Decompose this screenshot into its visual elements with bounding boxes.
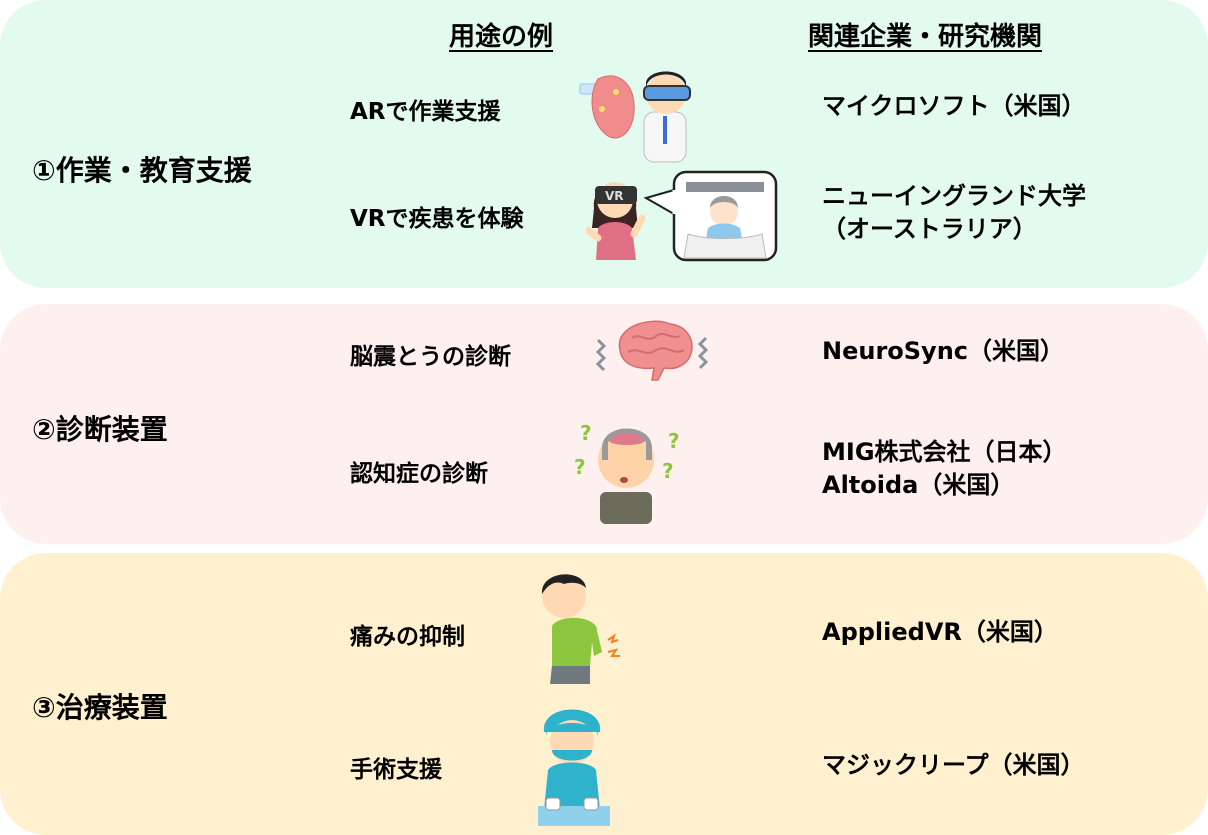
org-name: AppliedVR（米国） xyxy=(822,618,1058,646)
man-back-pain-icon xyxy=(541,574,620,684)
header-related-orgs: 関連企業・研究機関 xyxy=(808,22,1043,52)
doctor-ar-goggles-heart-icon xyxy=(579,71,691,163)
confused-elderly-man-icon: ? ? ? ? xyxy=(574,421,680,524)
surgeon-icon xyxy=(538,709,610,826)
use-example: ARで作業支援 xyxy=(350,99,501,125)
svg-text:?: ? xyxy=(668,429,680,453)
header-use-examples: 用途の例 xyxy=(449,22,554,52)
category-panel-treatment xyxy=(0,553,1208,835)
woman-vr-headset-patient-bubble-icon: VR xyxy=(586,170,778,262)
use-example: 手術支援 xyxy=(350,757,442,783)
org-name: （オーストラリア） xyxy=(822,215,1037,243)
svg-text:?: ? xyxy=(662,459,674,483)
svg-text:VR: VR xyxy=(605,189,624,203)
org-name: マジックリープ（米国） xyxy=(822,751,1085,779)
org-name: NeuroSync（米国） xyxy=(822,337,1065,365)
org-name: マイクロソフト（米国） xyxy=(822,92,1086,120)
category-label: ①作業・教育支援 xyxy=(32,154,252,187)
org-name: MIG株式会社（日本） xyxy=(822,438,1067,466)
use-example: 痛みの抑制 xyxy=(350,624,465,650)
category-label: ②診断装置 xyxy=(32,413,168,446)
org-name: ニューイングランド大学 xyxy=(822,182,1086,210)
org-name: Altoida（米国） xyxy=(822,471,1015,499)
use-example: VRで疾患を体験 xyxy=(350,206,524,232)
use-example: 脳震とうの診断 xyxy=(350,344,511,370)
shaking-brain-icon xyxy=(595,320,709,381)
use-example: 認知症の診断 xyxy=(350,461,488,487)
svg-text:?: ? xyxy=(574,455,586,479)
svg-text:?: ? xyxy=(580,421,592,445)
category-label: ③治療装置 xyxy=(32,691,168,724)
